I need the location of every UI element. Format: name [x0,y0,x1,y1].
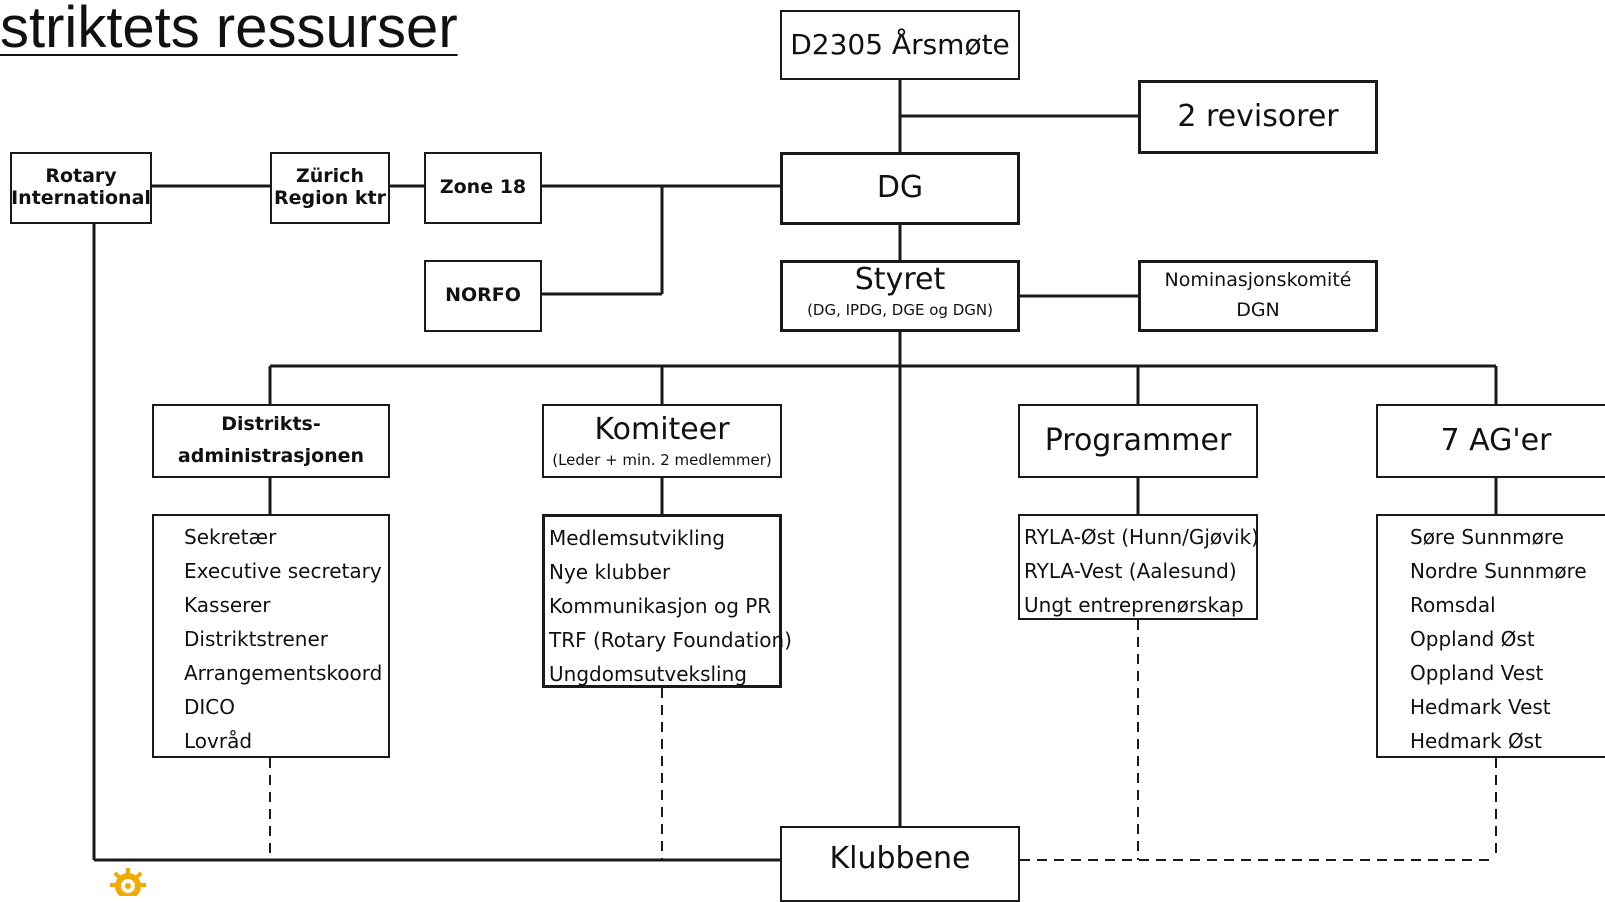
programmer-label: Programmer [1044,422,1232,458]
list-item: Nordre Sunnmøre [1410,559,1587,583]
list-item: Kommunikasjon og PR [549,594,772,618]
rotary-international-line2: International [11,187,151,209]
list-item: Executive secretary [184,559,382,583]
rotary-international-box: Rotary International [10,152,152,224]
ag-box: 7 AG'er [1376,404,1605,478]
list-item: Nye klubber [549,560,671,584]
list-item: Distriktstrener [184,627,328,651]
zone-label: Zone 18 [439,176,527,199]
list-item: Oppland Vest [1410,661,1544,685]
list-item: Lovråd [184,729,253,753]
rotary-international-line1: Rotary [45,165,117,188]
komiteer-label: Komiteer [594,412,730,448]
distrikt-box: Distrikts- administrasjonen [152,404,390,478]
revisorer-box: 2 revisorer [1138,80,1378,154]
programmer-box: Programmer [1018,404,1258,478]
dg-box: DG [780,152,1020,225]
nominasjon-box: Nominasjonskomité DGN [1138,260,1378,332]
klubbene-box: Klubbene [780,826,1020,902]
list-item: TRF (Rotary Foundation) [549,628,792,652]
revisorer-label: 2 revisorer [1177,98,1339,134]
dg-label: DG [876,170,924,206]
komiteer-sublabel: (Leder + min. 2 medlemmer) [552,450,772,469]
distrikt-line2: administrasjonen [177,445,365,467]
komiteer-box: Komiteer (Leder + min. 2 medlemmer) [542,404,782,478]
list-item: Oppland Øst [1410,627,1535,651]
list-item: Kasserer [184,593,271,617]
rotary-wheel-icon [110,868,146,896]
list-item: Hedmark Øst [1410,729,1542,753]
list-item: Medlemsutvikling [549,526,725,550]
styret-box: Styret (DG, IPDG, DGE og DGN) [780,260,1020,332]
komiteer-list: Medlemsutvikling Nye klubber Kommunikasj… [542,514,792,688]
zurich-box: Zürich Region ktr [270,152,390,224]
zone-box: Zone 18 [424,152,542,224]
list-item: Ungdomsutveksling [549,662,747,686]
list-item: Romsdal [1410,593,1496,617]
page-title: striktets ressurser [0,0,458,60]
ag-list: Søre Sunnmøre Nordre Sunnmøre Romsdal Op… [1376,514,1605,758]
arsmote-box: D2305 Årsmøte [780,10,1020,80]
list-item: RYLA-Vest (Aalesund) [1024,559,1237,583]
nominasjon-line1: Nominasjonskomité [1164,269,1352,292]
arsmote-label: D2305 Årsmøte [790,27,1010,61]
distrikt-line1: Distrikts- [221,413,321,436]
norfo-label: NORFO [445,284,521,307]
list-item: Arrangementskoord [184,661,383,685]
list-item: Hedmark Vest [1410,695,1551,719]
nominasjon-line2: DGN [1236,299,1280,321]
zurich-line2: Region ktr [274,187,386,209]
list-item: Sekretær [184,525,277,549]
zurich-line1: Zürich [296,165,364,188]
styret-sublabel: (DG, IPDG, DGE og DGN) [807,300,993,319]
list-item: RYLA-Øst (Hunn/Gjøvik) [1024,525,1259,549]
list-item: Søre Sunnmøre [1410,525,1564,549]
ag-label: 7 AG'er [1440,422,1552,458]
norfo-box: NORFO [424,260,542,332]
list-item: Ungt entreprenørskap [1024,593,1244,617]
distrikt-list: Sekretær Executive secretary Kasserer Di… [152,514,390,758]
styret-label: Styret [854,262,946,297]
klubbene-label: Klubbene [829,840,971,876]
list-item: DICO [184,695,236,719]
programmer-list: RYLA-Øst (Hunn/Gjøvik) RYLA-Vest (Aalesu… [1018,514,1259,620]
